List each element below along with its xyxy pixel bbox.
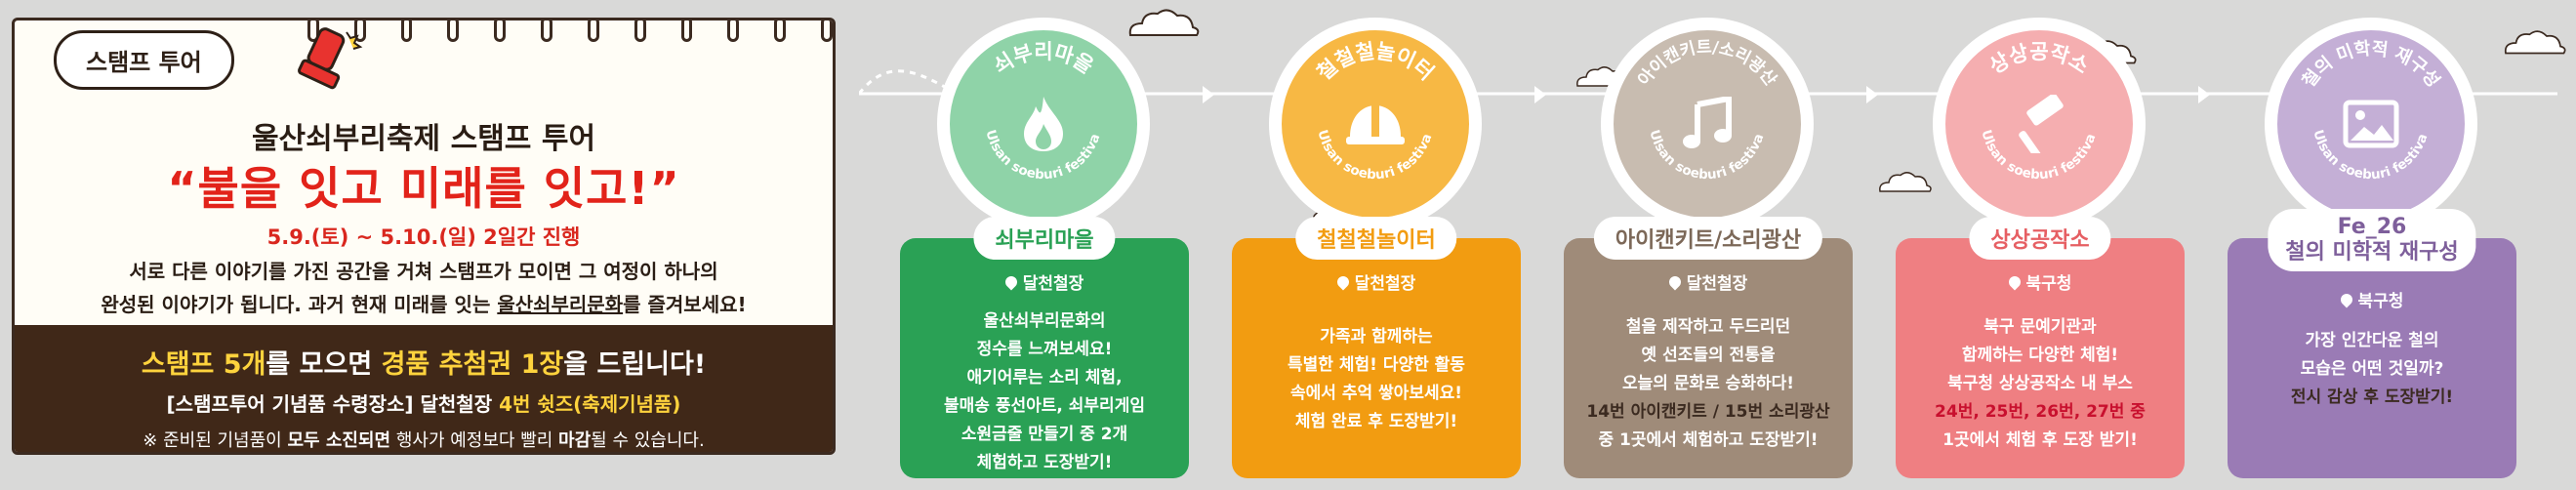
station-title-line-1: Fe_26 (2337, 215, 2407, 239)
badge-circle: 철철철놀이터 Ulsan soeburi festival (1278, 26, 1473, 222)
station-1: 쇠부리마을 Ulsan soeburi festival 쇠부리마을 달천철장 … (900, 18, 1189, 478)
station-location: 달천철장 (1564, 269, 1853, 294)
station-5: 철의 미학적 재구성 Ulsan soeburi festival Fe_26 … (2228, 18, 2516, 478)
station-title-line-2: 철의 미학적 재구성 (2285, 240, 2459, 265)
station-location: 북구청 (2228, 287, 2516, 311)
station-desc: 가족과 함께하는 특별한 체험! 다양한 활동 속에서 추억 쌓아보세요! 체험… (1288, 327, 1465, 431)
station-card: 상상공작소 북구청 북구 문예기관과 함께하는 다양한 체험! 북구청 상상공작… (1896, 217, 2185, 478)
badge-circle: 철의 미학적 재구성 Ulsan soeburi festival (2273, 26, 2469, 222)
description: 서로 다른 이야기를 가진 공간을 거쳐 스탬프가 모이면 그 여정이 하나의 … (15, 255, 833, 321)
arrow-icon (2198, 86, 2210, 103)
helmet-icon (1346, 105, 1405, 144)
badge-circle: 상상공작소 Ulsan soeburi festival (1942, 26, 2137, 222)
cloud-icon (1128, 9, 1200, 36)
location-pin-icon (1002, 273, 1020, 290)
stamp-badge: 철의 미학적 재구성 Ulsan soeburi festival (2265, 18, 2477, 230)
location-pin-icon (1334, 273, 1352, 290)
station-desc: 철을 제작하고 두드리던 옛 선조들의 전통을 오늘의 문화로 승화하다! 14… (1586, 317, 1830, 450)
arrow-icon (1203, 86, 1214, 103)
notice-paper: 스탬프 투어 울산쇠부리축제 스탬프 투어 “불을 잇고 미래를 잇고!” 5.… (12, 18, 836, 455)
arrow-icon (1866, 86, 1878, 103)
svg-text:쇠부리마을: 쇠부리마을 (989, 39, 1098, 78)
station-title: 상상공작소 (1969, 217, 2111, 260)
stamp-badge: 쇠부리마을 Ulsan soeburi festival (937, 18, 1150, 230)
badge-ring: 철철철놀이터 Ulsan soeburi festival (1282, 30, 1439, 183)
prize-line: 스탬프 5개를 모으면 경품 추첨권 1장을 드립니다! (141, 349, 707, 380)
desc-line-1: 서로 다른 이야기를 가진 공간을 거쳐 스탬프가 모이면 그 여정이 하나의 (129, 260, 718, 283)
station-location: 달천철장 (1232, 269, 1521, 294)
station-2: 철철철놀이터 Ulsan soeburi festival 철철철놀이터 달천철… (1232, 18, 1521, 478)
station-card: 아이캔키트/소리광산 달천철장 철을 제작하고 두드리던 옛 선조들의 전통을 … (1564, 217, 1853, 478)
event-dates: 5.9.(토) ~ 5.10.(일) 2일간 진행 (266, 225, 581, 249)
music-note-icon (1683, 97, 1732, 148)
stamp-badge: 아이캔키트/소리광산 Ulsan soeburi festival (1601, 18, 1814, 230)
badge-ring: 상상공작소 Ulsan soeburi festival (1945, 30, 2099, 183)
svg-text:상상공작소: 상상공작소 (1984, 39, 2094, 78)
badge-ring: 쇠부리마을 Ulsan soeburi festival (950, 30, 1103, 183)
cloud-icon (1879, 172, 1932, 192)
location-pin-icon (2006, 273, 2024, 290)
station-location: 북구청 (1896, 269, 2185, 294)
station-desc: 가장 인간다운 철의 모습은 어떤 것일까? 전시 감상 후 도장받기! (2290, 331, 2454, 407)
location-pin-icon (1666, 273, 1684, 290)
location-pin-icon (2338, 291, 2355, 307)
desc-line-2: 완성된 이야기가 됩니다. 과거 현재 미래를 잇는 울산쇠부리문화를 즐겨보세… (101, 293, 747, 316)
stamp-badge: 상상공작소 Ulsan soeburi festival (1933, 18, 2146, 230)
stamp-badge: 철철철놀이터 Ulsan soeburi festival (1269, 18, 1482, 230)
notice-line: ※ 준비된 기념품이 모두 소진되면 행사가 예정보다 빨리 마감될 수 있습니… (143, 430, 705, 451)
station-card: 철철철놀이터 달천철장 가족과 함께하는 특별한 체험! 다양한 활동 속에서 … (1232, 217, 1521, 478)
svg-text:철의 미학적 재구성: 철의 미학적 재구성 (2299, 38, 2443, 92)
station-4: 상상공작소 Ulsan soeburi festival 상상공작소 북구청 북… (1896, 18, 2185, 478)
binder-rings (15, 20, 833, 42)
prize-box: 스탬프 5개를 모으면 경품 추첨권 1장을 드립니다! [스탬프투어 기념품 … (15, 325, 833, 452)
station-desc: 북구 문예기관과 함께하는 다양한 체험! 북구청 상상공작소 내 부스 24번… (1935, 317, 2146, 450)
badge-circle: 쇠부리마을 Ulsan soeburi festival (946, 26, 1141, 222)
pickup-place: [스탬프투어 기념품 수령장소] 달천철장 4번 쉿즈(축제기념품) (166, 392, 681, 416)
station-3: 아이캔키트/소리광산 Ulsan soeburi festival 아이캔키트/… (1564, 18, 1853, 478)
title-main: “불을 잇고 미래를 잇고!” (167, 162, 680, 215)
station-title: Fe_26 철의 미학적 재구성 (2268, 209, 2476, 271)
title-sub: 울산쇠부리축제 스탬프 투어 (251, 122, 596, 156)
station-title: 쇠부리마을 (973, 217, 1116, 260)
station-location: 달천철장 (900, 269, 1189, 294)
stamp-icon (297, 27, 363, 90)
flame-icon (1024, 97, 1063, 151)
info-panel: 스탬프 투어 울산쇠부리축제 스탬프 투어 “불을 잇고 미래를 잇고!” 5.… (0, 0, 847, 490)
picture-icon (2343, 100, 2399, 148)
svg-text:철철철놀이터: 철철철놀이터 (1312, 38, 1439, 85)
hammer-icon (2019, 95, 2064, 153)
station-desc: 울산쇠부리문화의 정수를 느껴보세요! 애기어루는 소리 체험, 불매송 풍선아… (944, 311, 1145, 472)
station-title: 아이캔키트/소리광산 (1593, 217, 1823, 260)
badge-ring: 아이캔키트/소리광산 Ulsan soeburi festival (1614, 30, 1780, 183)
arrow-icon (1534, 86, 1546, 103)
station-title: 철철철놀이터 (1295, 217, 1457, 260)
station-card: Fe_26 철의 미학적 재구성 북구청 가장 인간다운 철의 모습은 어떤 것… (2228, 209, 2516, 478)
svg-text:아이캔키트/소리광산: 아이캔키트/소리광산 (1634, 38, 1779, 90)
badge-ring: 철의 미학적 재구성 Ulsan soeburi festival (2277, 30, 2443, 183)
station-card: 쇠부리마을 달천철장 울산쇠부리문화의 정수를 느껴보세요! 애기어루는 소리 … (900, 217, 1189, 478)
tab-label: 스탬프 투어 (54, 30, 234, 90)
badge-circle: 아이캔키트/소리광산 Ulsan soeburi festival (1610, 26, 1805, 222)
cloud-icon (2504, 30, 2566, 55)
